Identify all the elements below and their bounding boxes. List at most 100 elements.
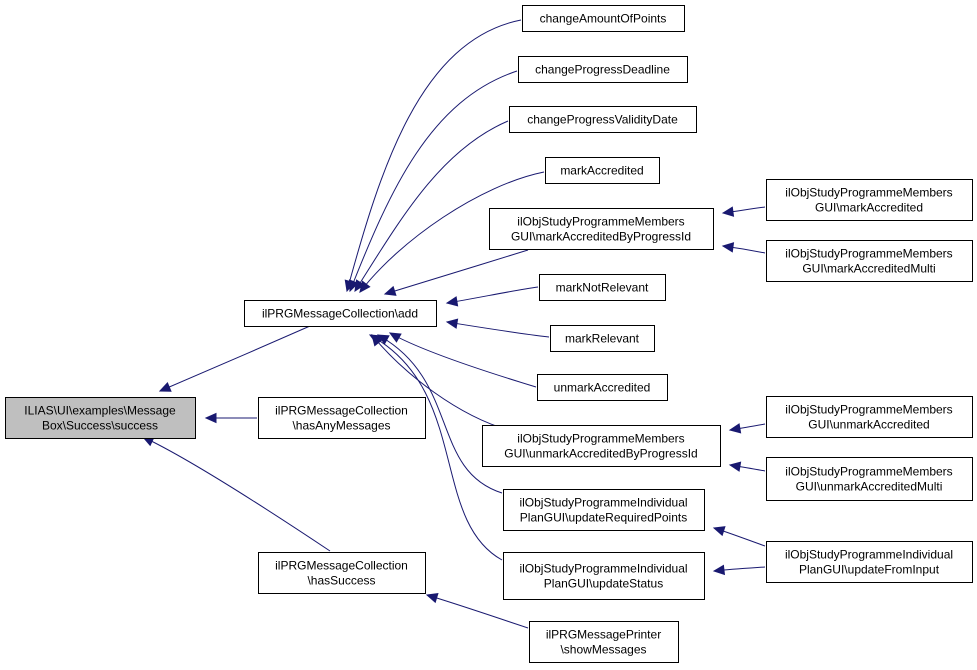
node-label-line: changeAmountOfPoints	[540, 12, 667, 26]
node-label-line: ilPRGMessageCollection	[275, 404, 408, 418]
node-add[interactable]: ilPRGMessageCollection\add	[244, 300, 437, 327]
arrowhead-icon	[445, 318, 459, 329]
node-label-line: ilObjStudyProgrammeMembers	[517, 432, 684, 446]
arrowhead-icon	[425, 592, 439, 604]
node-box	[550, 325, 655, 352]
node-markNotRelevant[interactable]: markNotRelevant	[539, 274, 666, 301]
edge-hasAnyMessages-to-root	[204, 412, 257, 424]
node-label-line: ilObjStudyProgrammeMembers	[785, 403, 952, 417]
node-label-line: Box\Success\success	[42, 419, 158, 433]
edge-changeProgressValidityDate-to-add	[354, 120, 509, 293]
arrowhead-icon	[359, 280, 371, 293]
arrowhead-icon	[158, 382, 172, 392]
node-label-line: markNotRelevant	[556, 281, 649, 295]
node-label-line: unmarkAccredited	[554, 381, 651, 395]
edge-guiUnmarkAccreditedMulti-to-unmarkAccreditedByProgressId	[728, 461, 766, 472]
node-label-line: GUI\markAccreditedMulti	[802, 262, 935, 276]
edges-layer	[141, 19, 766, 629]
node-hasSuccess[interactable]: ilPRGMessageCollection\hasSuccess	[258, 552, 426, 594]
node-box	[509, 106, 697, 133]
edge-updateFromInput-to-updateStatus	[712, 564, 766, 576]
arrowhead-icon	[728, 461, 742, 472]
node-label-line: ILIAS\UI\examples\Message	[24, 404, 176, 418]
node-changeProgressDeadline[interactable]: changeProgressDeadline	[518, 56, 688, 83]
node-box	[489, 208, 714, 250]
node-box	[537, 374, 668, 401]
node-markAccreditedByProgressId[interactable]: ilObjStudyProgrammeMembersGUI\markAccred…	[489, 208, 714, 250]
node-label-line: ilPRGMessagePrinter	[546, 628, 661, 642]
node-updateStatus[interactable]: ilObjStudyProgrammeIndividualPlanGUI\upd…	[503, 552, 705, 600]
node-label-line: ilObjStudyProgrammeMembers	[785, 465, 952, 479]
node-label-line: markRelevant	[565, 332, 640, 346]
node-changeAmountOfPoints[interactable]: changeAmountOfPoints	[522, 5, 685, 32]
arrowhead-icon	[368, 334, 382, 345]
edge-markAccredited-to-add	[359, 171, 545, 293]
node-label-line: ilObjStudyProgrammeIndividual	[785, 548, 953, 562]
node-box	[503, 489, 705, 531]
node-label-line: GUI\unmarkAccreditedByProgressId	[504, 447, 697, 461]
node-guiUnmarkAccredited[interactable]: ilObjStudyProgrammeMembersGUI\unmarkAccr…	[766, 396, 973, 438]
edge-markAccreditedByProgressId-to-add	[383, 249, 529, 296]
edge-updateStatus-to-add	[368, 334, 503, 561]
node-label-line: ilObjStudyProgrammeIndividual	[519, 562, 687, 576]
node-hasAnyMessages[interactable]: ilPRGMessageCollection\hasAnyMessages	[258, 397, 426, 439]
edge-changeProgressDeadline-to-add	[348, 70, 518, 293]
node-box	[258, 397, 426, 439]
arrowhead-icon	[383, 285, 397, 296]
node-box	[766, 396, 973, 438]
node-label-line: ilPRGMessageCollection	[275, 559, 408, 573]
arrowhead-icon	[445, 296, 459, 307]
node-label-line: GUI\markAccredited	[815, 201, 923, 215]
node-label-line: \showMessages	[560, 643, 646, 657]
edge-changeAmountOfPoints-to-add	[344, 19, 522, 293]
arrowhead-icon	[728, 423, 742, 434]
node-box	[482, 425, 721, 467]
arrowhead-icon	[354, 279, 366, 293]
node-box	[545, 157, 660, 184]
node-changeProgressValidityDate[interactable]: changeProgressValidityDate	[509, 106, 697, 133]
node-label-line: PlanGUI\updateStatus	[544, 577, 663, 591]
node-updateRequiredPoints[interactable]: ilObjStudyProgrammeIndividualPlanGUI\upd…	[503, 489, 705, 531]
node-box	[258, 552, 426, 594]
node-root[interactable]: ILIAS\UI\examples\MessageBox\Success\suc…	[5, 397, 196, 439]
node-guiMarkAccreditedMulti[interactable]: ilObjStudyProgrammeMembersGUI\markAccred…	[766, 240, 973, 282]
node-label-line: ilObjStudyProgrammeMembers	[785, 247, 952, 261]
node-box	[503, 552, 705, 600]
node-markAccredited[interactable]: markAccredited	[545, 157, 660, 184]
node-guiMarkAccredited[interactable]: ilObjStudyProgrammeMembersGUI\markAccred…	[766, 179, 973, 221]
node-box	[244, 300, 437, 327]
edge-markRelevant-to-add	[445, 318, 550, 338]
arrowhead-icon	[204, 412, 217, 424]
node-box	[518, 56, 688, 83]
node-guiUnmarkAccreditedMulti[interactable]: ilObjStudyProgrammeMembersGUI\unmarkAccr…	[766, 457, 973, 501]
edge-showMessages-to-hasSuccess	[425, 592, 529, 629]
node-label-line: markAccredited	[560, 164, 643, 178]
node-label-line: GUI\unmarkAccredited	[808, 418, 929, 432]
node-label-line: \hasAnyMessages	[292, 419, 390, 433]
node-markRelevant[interactable]: markRelevant	[550, 325, 655, 352]
arrowhead-icon	[721, 242, 735, 253]
nodes-layer: ILIAS\UI\examples\MessageBox\Success\suc…	[5, 5, 973, 663]
node-label-line: PlanGUI\updateFromInput	[799, 563, 940, 577]
node-unmarkAccreditedByProgressId[interactable]: ilObjStudyProgrammeMembersGUI\unmarkAccr…	[482, 425, 721, 467]
node-box	[766, 457, 973, 501]
node-box	[766, 541, 973, 583]
arrowhead-icon	[712, 564, 726, 576]
node-showMessages[interactable]: ilPRGMessagePrinter\showMessages	[529, 621, 679, 663]
node-unmarkAccredited[interactable]: unmarkAccredited	[537, 374, 668, 401]
arrowhead-icon	[712, 526, 726, 537]
edge-updateFromInput-to-updateRequiredPoints	[712, 526, 766, 547]
edge-unmarkAccredited-to-add	[388, 332, 537, 388]
node-label-line: changeProgressDeadline	[535, 63, 670, 77]
edge-guiMarkAccreditedMulti-to-markAccreditedByProgressId	[721, 242, 766, 254]
edge-markNotRelevant-to-add	[445, 286, 539, 307]
edge-guiMarkAccredited-to-markAccreditedByProgressId	[721, 206, 766, 217]
node-box	[766, 179, 973, 221]
arrowhead-icon	[388, 332, 402, 343]
node-updateFromInput[interactable]: ilObjStudyProgrammeIndividualPlanGUI\upd…	[766, 541, 973, 583]
node-label-line: \hasSuccess	[307, 574, 375, 588]
edge-add-to-root	[158, 325, 311, 392]
node-label-line: ilObjStudyProgrammeMembers	[785, 186, 952, 200]
node-label-line: PlanGUI\updateRequiredPoints	[520, 511, 687, 525]
